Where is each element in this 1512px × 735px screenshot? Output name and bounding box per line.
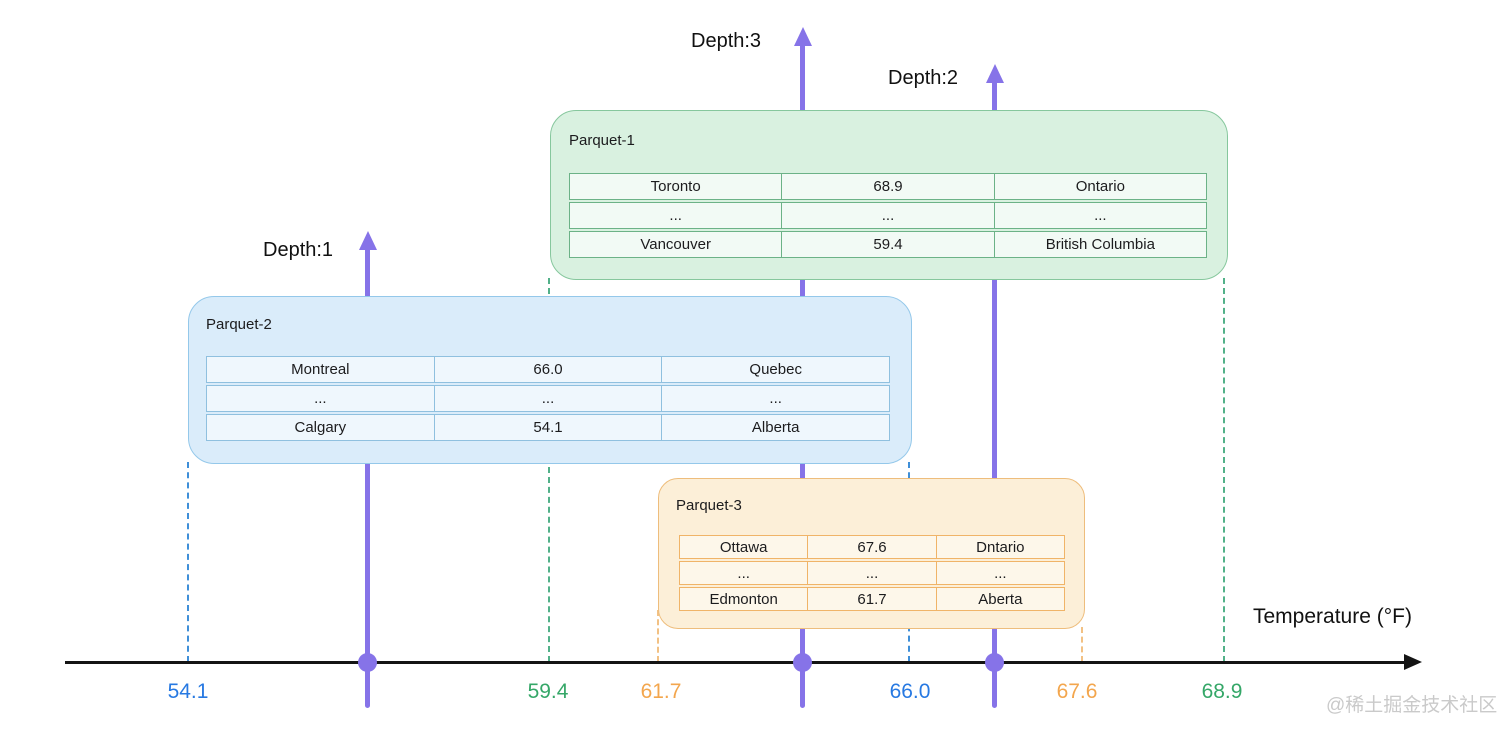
depth2-label: Depth:2 [888, 67, 959, 89]
depth1-label: Depth:1 [263, 239, 334, 261]
table-cell: Ontario [993, 174, 1206, 199]
dropline-54-1 [187, 462, 189, 662]
depth3-dot [793, 653, 812, 672]
table-cell: Calgary [294, 419, 347, 436]
table-cell: Alberta [661, 415, 889, 440]
table-row: Toronto 68.9 Ontario [569, 173, 1207, 200]
dropline-68-9 [1223, 278, 1225, 662]
table-cell: Edmonton [709, 590, 778, 608]
table-cell: 61.7 [807, 588, 935, 610]
depth1-line [365, 245, 370, 708]
table-cell: ... [935, 562, 1064, 584]
tick-54-1: 54.1 [167, 680, 209, 703]
table-cell: 54.1 [433, 415, 662, 440]
tick-67-6: 67.6 [1056, 680, 1098, 703]
table-cell: ... [433, 386, 662, 411]
table-cell: 59.4 [781, 232, 993, 257]
parquet-1-title: Parquet-1 [569, 132, 635, 149]
table-row: Edmonton 61.7 Aberta [679, 587, 1065, 611]
table-cell: 66.0 [433, 357, 662, 382]
axis-arrow-icon [1404, 654, 1422, 670]
table-row: Calgary 54.1 Alberta [206, 414, 890, 441]
table-cell: ... [993, 203, 1206, 228]
tick-59-4: 59.4 [527, 680, 569, 703]
parquet-2-title: Parquet-2 [206, 316, 272, 333]
parquet-3-title: Parquet-3 [676, 497, 742, 514]
table-cell: 67.6 [807, 536, 935, 558]
tick-66-0: 66.0 [889, 680, 931, 703]
depth1-dot [358, 653, 377, 672]
parquet-2-table: Montreal 66.0 Quebec ... ... ... Calgary… [206, 356, 890, 441]
table-cell: Montreal [291, 361, 350, 378]
table-cell: ... [781, 203, 993, 228]
table-cell: 68.9 [781, 174, 993, 199]
table-cell: Dntario [935, 536, 1064, 558]
depth2-dot [985, 653, 1004, 672]
table-cell: ... [669, 207, 682, 224]
table-row: ... ... ... [569, 202, 1207, 229]
table-cell: Aberta [935, 588, 1064, 610]
dropline-67-6 [1081, 627, 1083, 662]
dropline-61-7 [657, 610, 659, 662]
depth1-arrow-icon [359, 231, 377, 250]
table-cell: ... [314, 390, 327, 407]
depth2-line [992, 78, 997, 708]
parquet-3-table: Ottawa 67.6 Dntario ... ... ... Edmonton… [679, 535, 1065, 611]
table-cell: ... [737, 564, 750, 582]
table-row: Montreal 66.0 Quebec [206, 356, 890, 383]
parquet-1-box: Parquet-1 Toronto 68.9 Ontario ... ... .… [550, 110, 1228, 280]
table-cell: ... [807, 562, 935, 584]
table-row: ... ... ... [206, 385, 890, 412]
watermark: @稀土掘金技术社区 [1326, 695, 1498, 716]
tick-68-9: 68.9 [1201, 680, 1243, 703]
parquet-2-box: Parquet-2 Montreal 66.0 Quebec ... ... .… [188, 296, 912, 464]
depth3-label: Depth:3 [691, 30, 762, 52]
table-cell: British Columbia [993, 232, 1206, 257]
table-cell: ... [661, 386, 889, 411]
table-row: Vancouver 59.4 British Columbia [569, 231, 1207, 258]
table-cell: Ottawa [719, 538, 768, 556]
table-cell: Quebec [661, 357, 889, 382]
depth3-arrow-icon [794, 27, 812, 46]
axis-title: Temperature (°F) [1253, 605, 1412, 628]
depth2-arrow-icon [986, 64, 1004, 83]
tick-61-7: 61.7 [640, 680, 682, 703]
parquet-1-table: Toronto 68.9 Ontario ... ... ... Vancouv… [569, 173, 1207, 258]
table-cell: Vancouver [640, 236, 711, 253]
temperature-axis [65, 661, 1408, 664]
table-row: Ottawa 67.6 Dntario [679, 535, 1065, 559]
parquet-3-box: Parquet-3 Ottawa 67.6 Dntario ... ... ..… [658, 478, 1085, 629]
table-cell: Toronto [650, 178, 701, 195]
table-row: ... ... ... [679, 561, 1065, 585]
dropline-59-4 [548, 278, 550, 662]
